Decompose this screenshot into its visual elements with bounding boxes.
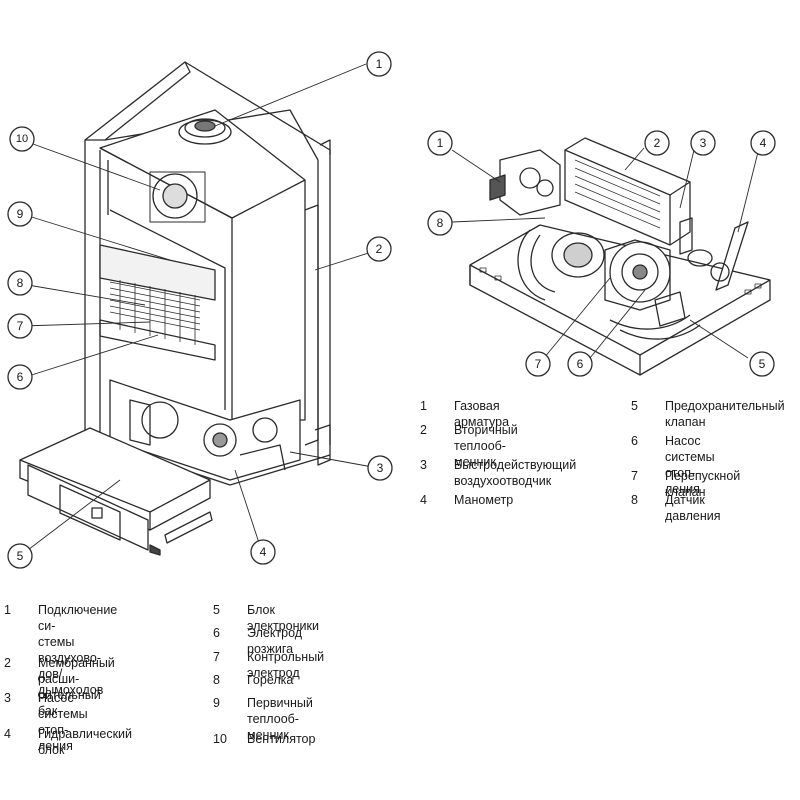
- legend-number: 3: [420, 458, 427, 472]
- legend-number: 5: [213, 603, 220, 617]
- legend-text: Мембранный расши- рительный бак: [38, 656, 115, 718]
- legend-item: 4 Манометр: [420, 492, 513, 508]
- left-callout-circles: [7, 51, 393, 569]
- right-callout-2: 2: [653, 136, 661, 150]
- legend-item: 3 Быстродействующий воздухоотводчик: [420, 457, 576, 489]
- legend-number: 10: [213, 732, 227, 746]
- legend-item: 2 Вторичный теплооб- менник: [420, 422, 518, 470]
- legend-text: Блок электроники: [247, 603, 319, 633]
- right-leader-lines: [451, 147, 759, 359]
- left-callout-2: 2: [375, 242, 383, 256]
- legend-text: Быстродействующий воздухоотводчик: [454, 458, 577, 488]
- left-callout-3: 3: [376, 461, 384, 475]
- legend-text: Горелка: [247, 673, 294, 687]
- legend-item: 6 Насос системы отоп- ления: [631, 433, 715, 497]
- legend-number: 1: [420, 399, 427, 413]
- legend-item: 7 Контрольный электрод: [213, 649, 324, 681]
- legend-text: Подключение си- стемы воздухово- дов/дым…: [38, 603, 118, 697]
- legend-text: Перепускной клапан: [665, 469, 741, 499]
- legend-item: 1 Подключение си- стемы воздухово- дов/д…: [4, 602, 117, 698]
- legend-number: 8: [631, 493, 638, 507]
- left-callout-8: 8: [16, 276, 24, 290]
- legend-text: Насос системы отоп- ления: [665, 434, 715, 496]
- legend-item: 10 Вентилятор: [213, 731, 315, 747]
- legend-text: Вентилятор: [247, 732, 316, 746]
- legend-text: Предохранительный клапан: [665, 399, 785, 429]
- left-callout-4: 4: [259, 545, 267, 559]
- legend-number: 9: [213, 696, 220, 710]
- hydraulic-group-drawing: [469, 137, 771, 376]
- legend-text: Манометр: [454, 493, 514, 507]
- legend-text: Вторичный теплооб- менник: [454, 423, 518, 469]
- right-callout-6: 6: [576, 357, 584, 371]
- legend-item: 3 Насос системы отоп- ления: [4, 690, 88, 754]
- right-callout-7: 7: [534, 357, 542, 371]
- left-callout-6: 6: [16, 370, 24, 384]
- legend-number: 8: [213, 673, 220, 687]
- legend-number: 6: [213, 626, 220, 640]
- left-callout-1: 1: [375, 57, 383, 71]
- right-callout-circles: [427, 130, 776, 377]
- legend-number: 7: [213, 650, 220, 664]
- legend-item: 9 Первичный теплооб- менник: [213, 695, 313, 743]
- left-callout-7: 7: [16, 319, 24, 333]
- legend-number: 4: [4, 727, 11, 741]
- right-callout-5: 5: [758, 357, 766, 371]
- left-leader-lines: [19, 63, 379, 557]
- legend-number: 6: [631, 434, 638, 448]
- left-callout-5: 5: [16, 549, 24, 563]
- legend-text: Первичный теплооб- менник: [247, 696, 313, 742]
- legend-text: Датчик давления: [665, 493, 721, 523]
- legend-item: 8 Горелка: [213, 672, 293, 688]
- legend-number: 7: [631, 469, 638, 483]
- boiler-unit-drawing: [19, 61, 331, 556]
- legend-number: 3: [4, 691, 11, 705]
- legend-item: 2 Мембранный расши- рительный бак: [4, 655, 115, 719]
- legend-text: Электрод розжига: [247, 626, 303, 656]
- legend-text: Контрольный электрод: [247, 650, 325, 680]
- right-callout-3: 3: [699, 136, 707, 150]
- legend-text: Газовая арматура: [454, 399, 510, 429]
- legend-item: 5 Предохранительный клапан: [631, 398, 785, 430]
- legend-text: Насос системы отоп- ления: [38, 691, 88, 753]
- legend-item: 5 Блок электроники: [213, 602, 319, 634]
- left-callout-9: 9: [16, 207, 24, 221]
- legend-item: 4 Гидравлический блок: [4, 726, 132, 758]
- legend-item: 1 Газовая арматура: [420, 398, 509, 430]
- right-callout-1: 1: [436, 136, 444, 150]
- legend-item: 8 Датчик давления: [631, 492, 721, 524]
- legend-item: 6 Электрод розжига: [213, 625, 302, 657]
- legend-item: 7 Перепускной клапан: [631, 468, 740, 500]
- legend-number: 2: [4, 656, 11, 670]
- legend-text: Гидравлический блок: [38, 727, 133, 757]
- legend-number: 2: [420, 423, 427, 437]
- legend-number: 5: [631, 399, 638, 413]
- right-callout-8: 8: [436, 216, 444, 230]
- legend-number: 1: [4, 603, 11, 617]
- right-callout-4: 4: [759, 136, 767, 150]
- left-callout-10: 10: [15, 133, 29, 145]
- legend-number: 4: [420, 493, 427, 507]
